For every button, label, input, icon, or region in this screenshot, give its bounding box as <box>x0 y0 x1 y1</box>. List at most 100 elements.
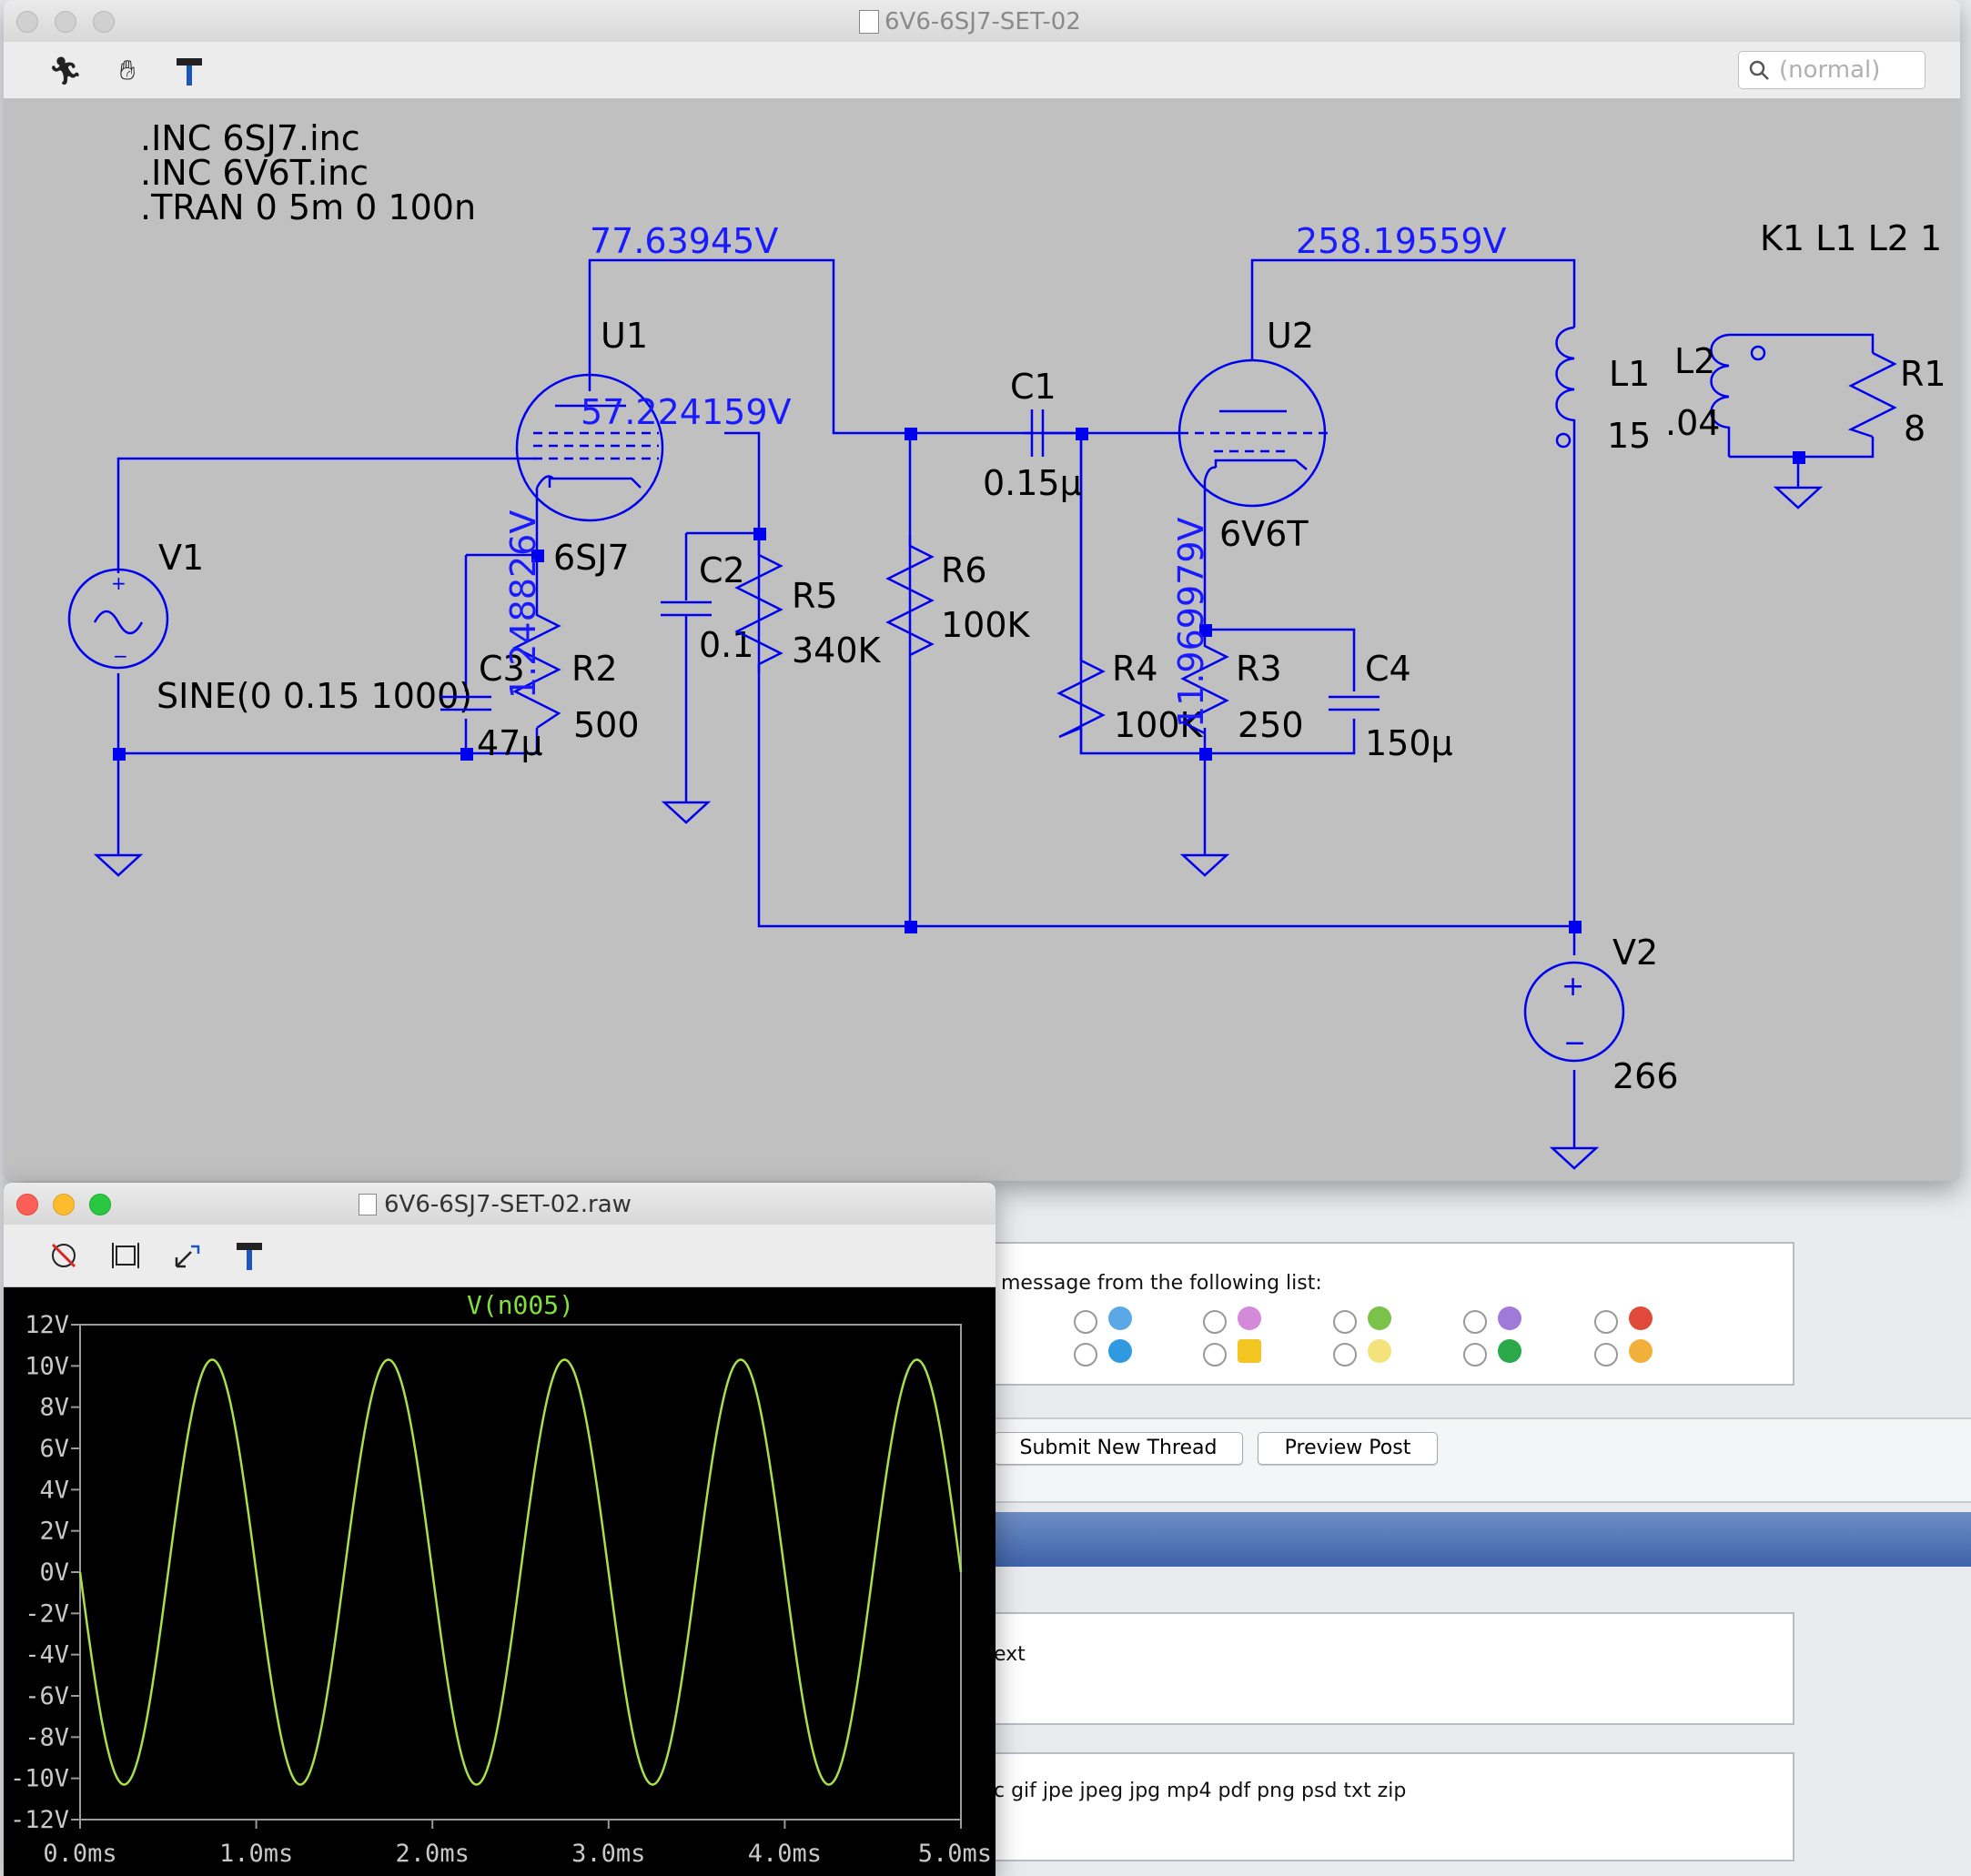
v2-value: 266 <box>1612 1056 1679 1096</box>
minimize-icon[interactable] <box>53 1194 75 1215</box>
u2-label: U2 <box>1267 316 1314 356</box>
editor-box[interactable] <box>965 1612 1794 1725</box>
run-icon[interactable]: 🏃︎ <box>47 55 84 86</box>
u1-plate-voltage: 77.63945V <box>590 221 778 261</box>
coupling-directive: K1 L1 L2 1 <box>1760 218 1942 258</box>
autorange-icon[interactable] <box>106 1236 146 1276</box>
y-tick-label: 4V <box>39 1476 69 1504</box>
minimize-icon[interactable] <box>55 11 76 33</box>
r2-resistor[interactable] <box>512 600 561 730</box>
y-tick-label: -12V <box>10 1806 69 1834</box>
editor-text-fragment: ext <box>994 1643 1026 1666</box>
schematic-canvas[interactable]: .INC 6SJ7.inc .INC 6V6T.inc .TRAN 0 5m 0… <box>4 99 1960 1181</box>
schematic-toolbar: 🏃︎ ✋︎ (normal) <box>4 42 1960 99</box>
probe-off-icon[interactable] <box>44 1236 84 1276</box>
x-tick-label: 5.0ms <box>918 1840 992 1868</box>
y-tick-label: -10V <box>10 1765 69 1793</box>
waveform-chart: V(n005) 12V10V8V6V4V2V0V-2V-4V-6V-8V-10V… <box>10 1290 992 1868</box>
search-field[interactable]: (normal) <box>1738 51 1926 89</box>
c4-value: 150μ <box>1365 723 1453 763</box>
close-icon[interactable] <box>16 11 38 33</box>
c4-capacitor[interactable] <box>1329 695 1380 711</box>
u2-tube[interactable] <box>1178 358 1329 508</box>
grin-icon <box>1368 1306 1391 1330</box>
v1-value: SINE(0 0.15 1000) <box>157 676 472 716</box>
y-tick-label: -2V <box>25 1599 69 1628</box>
r5-resistor[interactable] <box>734 533 783 673</box>
u2-value: 6V6T <box>1219 514 1309 554</box>
post-icon-radio[interactable] <box>1594 1310 1618 1334</box>
r4-resistor[interactable] <box>1056 651 1106 739</box>
post-icon-radio[interactable] <box>1463 1310 1487 1334</box>
l1-inductor[interactable] <box>1555 326 1576 457</box>
r6-resistor[interactable] <box>885 535 935 657</box>
zoom-icon[interactable] <box>89 1194 111 1215</box>
r3-resistor[interactable] <box>1180 630 1229 735</box>
zoom-out-icon[interactable] <box>167 1236 207 1276</box>
schematic-doc-icon <box>859 10 879 34</box>
preview-post-button[interactable]: Preview Post <box>1258 1432 1438 1465</box>
y-tick-label: -4V <box>25 1641 69 1669</box>
post-icon-radio[interactable] <box>1594 1343 1618 1367</box>
schematic-window-title: 6V6-6SJ7-SET-02 <box>884 8 1081 35</box>
post-icon-radio[interactable] <box>1333 1343 1357 1367</box>
c3-label: C3 <box>479 649 525 689</box>
u1-value: 6SJ7 <box>553 538 630 578</box>
warning-icon <box>1238 1339 1261 1363</box>
l2-label: L2 <box>1674 341 1715 381</box>
y-tick-label: 0V <box>39 1558 69 1587</box>
plot-window-title: 6V6-6SJ7-SET-02.raw <box>384 1191 632 1218</box>
post-icon-radio[interactable] <box>1203 1343 1227 1367</box>
r6-value: 100K <box>941 605 1031 645</box>
u1-cathode-voltage: 1.248826V <box>503 510 543 699</box>
r1-resistor[interactable] <box>1847 351 1897 439</box>
submit-new-thread-button[interactable]: Submit New Thread <box>994 1432 1243 1465</box>
post-icon-radio[interactable] <box>1074 1310 1097 1334</box>
post-icon-radio[interactable] <box>1333 1310 1357 1334</box>
post-icon-radio[interactable] <box>1074 1343 1097 1367</box>
x-tick-label: 0.0ms <box>43 1840 116 1868</box>
u1-tube[interactable] <box>515 373 664 522</box>
allowed-extensions: c gif jpe jpeg jpg mp4 pdf png psd txt z… <box>994 1780 1407 1802</box>
close-icon[interactable] <box>16 1194 38 1215</box>
y-tick-label: -8V <box>25 1723 69 1751</box>
c2-value: 0.1 <box>699 625 753 665</box>
r2-value: 500 <box>573 705 640 745</box>
hammer-icon[interactable] <box>169 51 209 91</box>
post-icons-prompt: message from the following list: <box>1001 1272 1322 1295</box>
smile-icon <box>1108 1306 1132 1330</box>
smile-icon <box>1238 1306 1261 1330</box>
x-tick-label: 4.0ms <box>748 1840 822 1868</box>
forum-page: message from the following list: Submit … <box>0 1174 1971 1876</box>
l2-inductor[interactable] <box>1710 333 1766 457</box>
y-tick-label: 12V <box>25 1311 69 1339</box>
l1-value: 15 <box>1607 416 1651 456</box>
directive-inc-6sj7: .INC 6SJ7.inc <box>140 118 360 158</box>
c3-capacitor[interactable] <box>440 695 491 711</box>
schematic-drawing: .INC 6SJ7.inc .INC 6V6T.inc .TRAN 0 5m 0… <box>67 118 1946 1170</box>
r4-label: R4 <box>1112 649 1158 689</box>
u1-screen-voltage: 57.224159V <box>581 392 792 432</box>
hammer-icon[interactable] <box>229 1236 269 1276</box>
ground-symbols <box>93 486 1824 1170</box>
c1-capacitor[interactable] <box>1023 409 1045 457</box>
y-tick-label: 6V <box>39 1435 69 1463</box>
zoom-icon[interactable] <box>93 11 115 33</box>
v2-source[interactable]: + − <box>1523 961 1625 1063</box>
post-icon-radio[interactable] <box>1203 1310 1227 1334</box>
hand-icon[interactable]: ✋︎ <box>119 55 136 86</box>
arrow-icon <box>1498 1339 1521 1363</box>
plot-toolbar <box>4 1225 996 1287</box>
angry-icon <box>1629 1306 1653 1330</box>
post-icon-radio[interactable] <box>1463 1343 1487 1367</box>
x-tick-label: 2.0ms <box>396 1840 470 1868</box>
frown-icon <box>1498 1306 1521 1330</box>
v1-source[interactable]: + − <box>67 568 169 670</box>
c2-capacitor[interactable] <box>661 600 712 637</box>
svg-text:+: + <box>111 572 126 594</box>
schematic-window: 6V6-6SJ7-SET-02 🏃︎ ✋︎ (normal) .INC 6SJ7… <box>4 0 1960 1181</box>
